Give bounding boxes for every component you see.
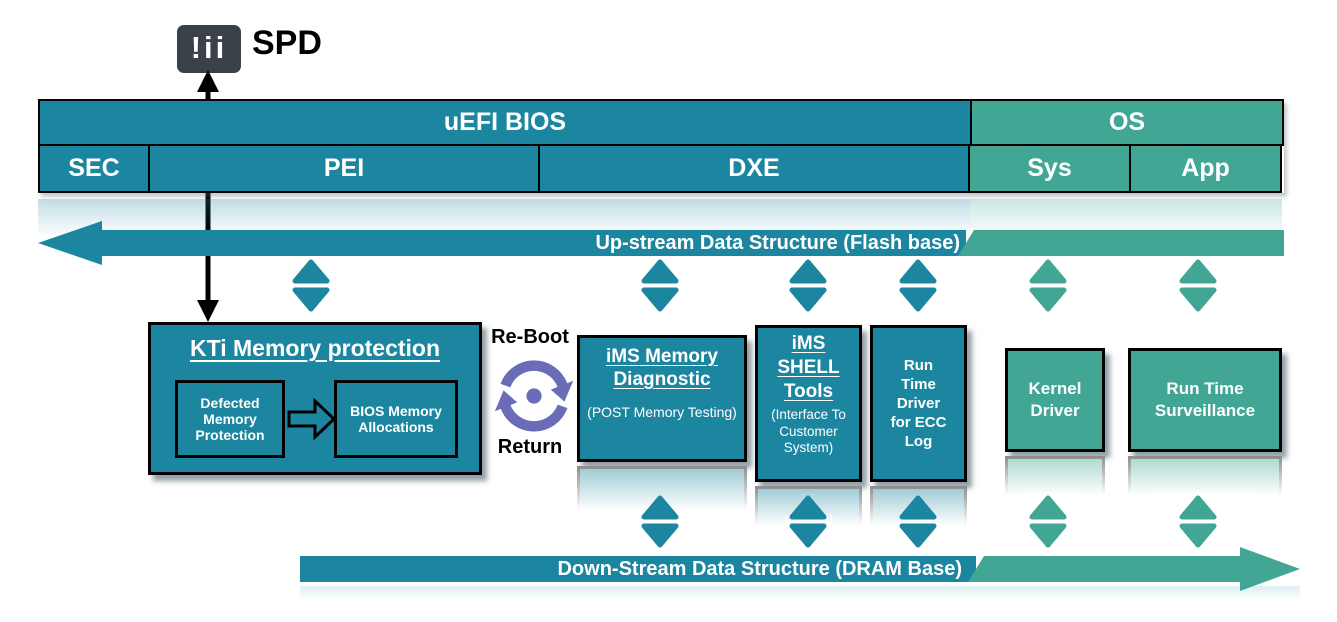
kti-title: KTi Memory protection [189,335,441,361]
boot-phase-table-row-top: uEFI BIOS OS [38,99,1284,146]
upstream-arrow-bar-os [958,230,1284,256]
ims-shell-tools-title: iMS SHELL Tools [777,333,840,402]
updown-arrow-icon [897,494,939,550]
updown-arrow-icon [1027,258,1069,314]
box-reflection: Kernel Driver [1005,456,1105,504]
cell-uefi-bios: uEFI BIOS [38,99,972,146]
cell-app: App [1129,144,1282,193]
updown-arrow-icon [1177,258,1219,314]
upstream-arrow-label: Up-stream Data Structure (Flash base) [595,232,960,254]
runtime-surveillance-title: Run Time Surveillance [1154,379,1256,420]
cell-dxe: DXE [538,144,970,193]
kti-memory-protection-box: KTi Memory protection Defected Memory Pr… [148,322,482,475]
updown-arrow-icon [787,494,829,550]
downstream-arrowhead-icon [1240,547,1300,591]
updown-arrow-icon [1027,494,1069,550]
ims-shell-tools-box: iMS SHELL Tools (Interface To Customer S… [755,325,862,482]
cell-os: OS [970,99,1284,146]
upstream-arrow-bar [100,230,966,256]
spd-label: SPD [252,24,322,62]
boot-phase-table: uEFI BIOS OS SEC PEI DXE Sys App [38,99,1284,193]
ims-memory-diagnostic-title: iMS Memory Diagnostic [606,346,718,390]
cell-pei: PEI [148,144,540,193]
bios-memory-allocations-box: BIOS Memory Allocations [334,380,458,458]
downstream-arrow-label: Down-Stream Data Structure (DRAM Base) [557,558,962,580]
downstream-arrow-bar-os [968,556,1244,582]
return-label: Return [497,436,563,458]
updown-arrow-icon [897,258,939,314]
downstream-arrow-bar [300,556,976,582]
updown-arrow-icon [1177,494,1219,550]
defected-memory-protection-box: Defected Memory Protection [175,380,285,458]
box-reflection: Run Time Surveillance [1128,456,1282,504]
updown-arrow-icon [639,494,681,550]
runtime-ecc-driver-box: Run Time Driver for ECC Log [870,325,967,482]
reboot-label: Re-Boot [491,326,569,348]
ims-memory-diagnostic-subtitle: (POST Memory Testing) [587,404,737,420]
updown-arrow-icon [787,258,829,314]
updown-arrow-icon [639,258,681,314]
cell-sec: SEC [38,144,150,193]
reboot-cycle-icon [494,360,574,432]
runtime-ecc-driver-title: Run Time Driver for ECC Log [890,357,947,450]
kernel-driver-title: Kernel Driver [1028,379,1082,420]
runtime-surveillance-box: Run Time Surveillance [1128,348,1282,452]
updown-arrow-icon [290,258,332,314]
ims-shell-tools-subtitle: (Interface To Customer System) [771,407,846,455]
spd-chip-icon: !ii [177,25,241,73]
kernel-driver-box: Kernel Driver [1005,348,1105,452]
flow-arrow-icon [287,397,337,441]
cell-sys: Sys [968,144,1131,193]
boot-phase-table-row-bottom: SEC PEI DXE Sys App [38,144,1284,193]
ims-memory-diagnostic-box: iMS Memory Diagnostic (POST Memory Testi… [577,335,747,462]
downstream-arrow-reflection [300,586,1300,600]
